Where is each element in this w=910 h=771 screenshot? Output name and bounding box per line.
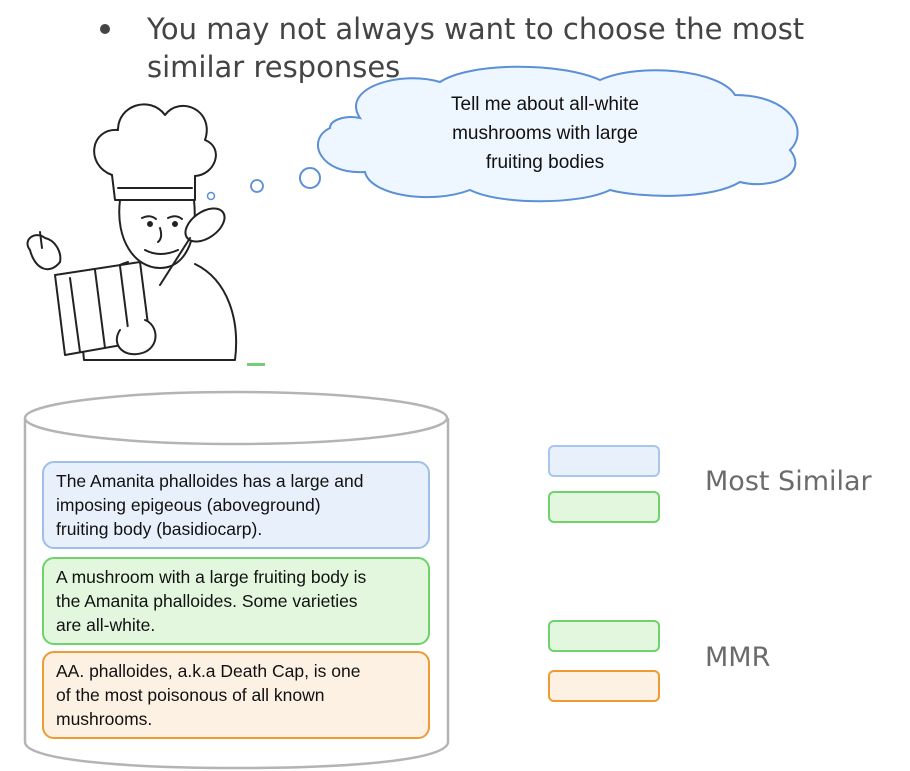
document-line: AA. phalloides, a.k.a Death Cap, is one (56, 661, 361, 681)
legend-swatch-green (548, 620, 660, 652)
document-line: mushrooms. (56, 709, 153, 729)
legend-swatch-blue (548, 445, 660, 477)
bullet-line-1: You may not always want to choose the mo… (147, 12, 805, 46)
document-line: the Amanita phalloides. Some varieties (56, 591, 358, 611)
document-card-diverse: AA. phalloides, a.k.a Death Cap, is one … (42, 651, 430, 739)
thought-dot-medium (250, 179, 264, 193)
thought-line-1: Tell me about all-white (451, 94, 639, 115)
thought-line-2: mushrooms with large (452, 123, 638, 144)
thought-text: Tell me about all-white mushrooms with l… (400, 90, 690, 177)
document-card-most-similar-2: A mushroom with a large fruiting body is… (42, 557, 430, 645)
legend-label-most-similar: Most Similar (705, 466, 872, 497)
thought-cloud (317, 65, 799, 203)
bullet-dot-icon (100, 24, 110, 34)
document-line: of the most poisonous of all known (56, 685, 325, 705)
thought-dot-small (206, 191, 216, 201)
document-line: are all-white. (56, 615, 156, 635)
document-line: The Amanita phalloides has a large and (56, 471, 364, 491)
legend-swatch-green (548, 491, 660, 523)
chef-icon (26, 103, 238, 361)
legend-label-mmr: MMR (705, 642, 771, 673)
document-line: A mushroom with a large fruiting body is (56, 567, 367, 587)
bullet-text: You may not always want to choose the mo… (147, 10, 867, 86)
thought-line-3: fruiting bodies (485, 152, 605, 173)
color-marker (247, 363, 265, 366)
document-line: fruiting body (basidiocarp). (56, 519, 263, 539)
bullet-line-2: similar responses (147, 50, 401, 84)
document-line: imposing epigeous (aboveground) (56, 495, 321, 515)
database-top (23, 390, 449, 446)
thought-dot-large (299, 167, 321, 189)
document-card-most-similar-1: The Amanita phalloides has a large and i… (42, 461, 430, 549)
legend-swatch-orange (548, 670, 660, 702)
